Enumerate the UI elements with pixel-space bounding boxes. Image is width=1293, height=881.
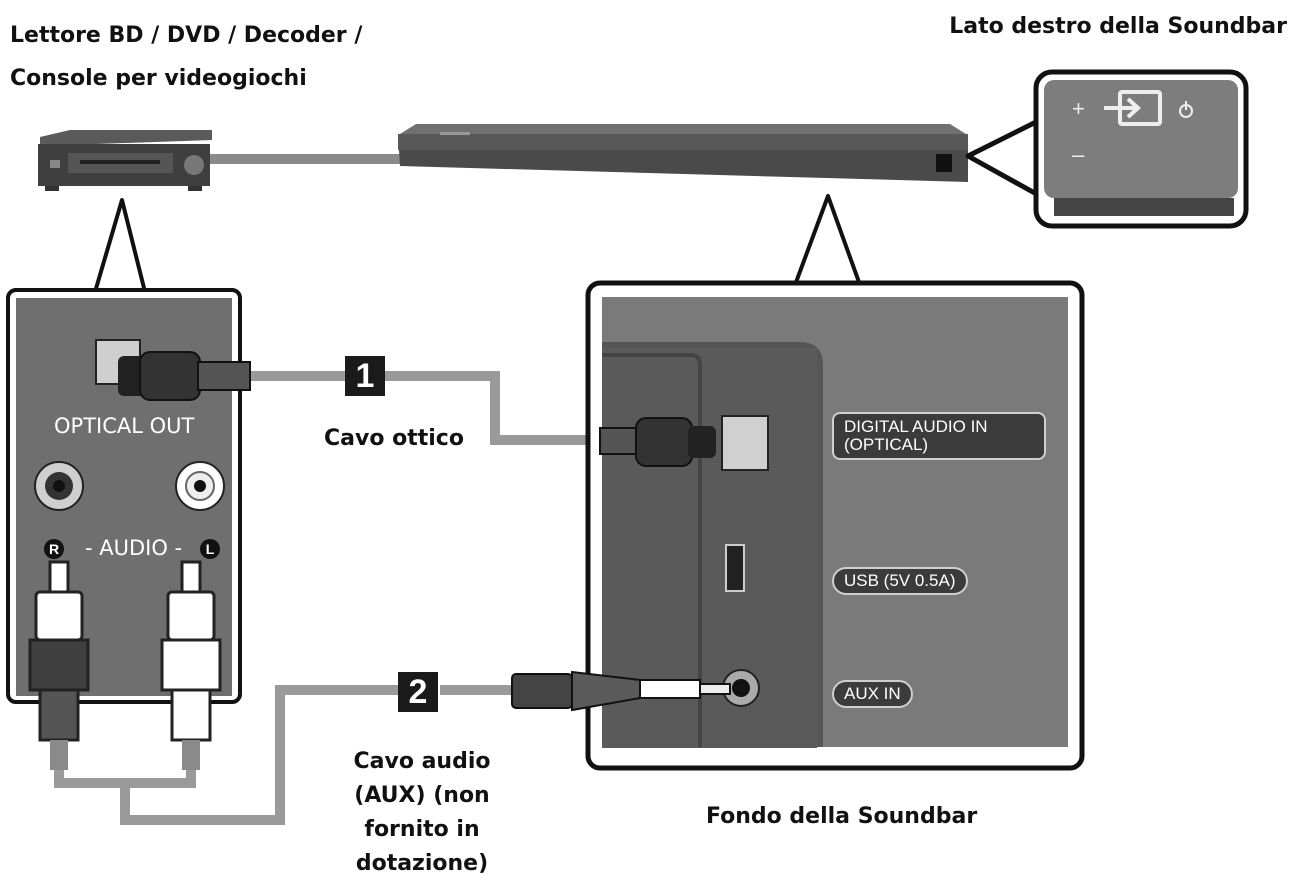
- volume-down-button: –: [1072, 142, 1085, 167]
- rca-plug-l: [160, 560, 222, 770]
- source-device: [38, 130, 212, 191]
- volume-up-button: +: [1072, 96, 1085, 121]
- step-2-badge: 2: [398, 672, 438, 712]
- optical-cable-label: Cavo ottico: [324, 426, 464, 451]
- rca-plug-r: [28, 560, 90, 770]
- optical-cable-line: [250, 371, 610, 445]
- soundbar-right-side-title: Lato destro della Soundbar: [949, 14, 1287, 39]
- audio-label: - AUDIO -: [85, 536, 183, 560]
- connection-diagram: [6, 69, 1249, 825]
- soundbar: [398, 124, 968, 182]
- soundbar-bottom-title: Fondo della Soundbar: [706, 804, 978, 829]
- source-device-line1: Lettore BD / DVD / Decoder /: [10, 23, 363, 48]
- soundbar-bottom-callout: [585, 194, 1085, 771]
- optical-out-label: OPTICAL OUT: [54, 414, 195, 438]
- source-device-title: Lettore BD / DVD / Decoder / Console per…: [10, 14, 362, 100]
- aux-cable-line: [54, 685, 400, 825]
- optical-plug-source: [118, 351, 251, 401]
- digital-audio-in-port: [721, 415, 769, 471]
- source-device-line2: Console per videogiochi: [10, 66, 307, 91]
- right-side-callout: [965, 69, 1249, 229]
- power-icon: [1179, 101, 1193, 118]
- aux-plug: [511, 670, 731, 712]
- digital-audio-in-label: DIGITAL AUDIO IN (OPTICAL): [832, 412, 1046, 460]
- aux-cable-label: Cavo audio (AUX) (non fornito in dotazio…: [353, 749, 491, 876]
- link-line: [210, 154, 410, 164]
- input-source-icon: [1104, 90, 1162, 126]
- right-channel-badge: R: [44, 539, 64, 559]
- left-channel-badge: L: [200, 539, 220, 559]
- optical-plug-soundbar: [599, 417, 716, 467]
- usb-label: USB (5V 0.5A): [832, 567, 968, 595]
- step-1-badge: 1: [345, 356, 385, 396]
- usb-port: [725, 544, 745, 592]
- aux-in-label: AUX IN: [832, 680, 913, 708]
